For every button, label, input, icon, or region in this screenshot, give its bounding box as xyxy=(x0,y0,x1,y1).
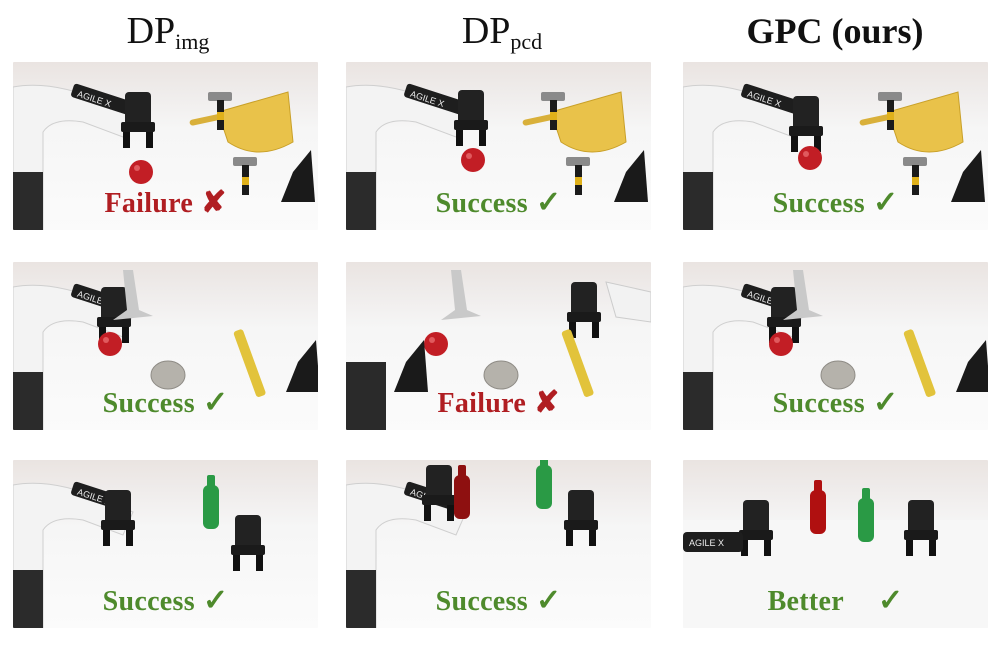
scene-image: AGILE X Success✓ xyxy=(13,262,318,430)
outcome-label: Failure✘ xyxy=(346,385,651,420)
check-icon: ✓ xyxy=(872,186,899,219)
scene-image: AGILE X Better ✓ xyxy=(683,460,988,628)
scene-illustration xyxy=(346,270,651,430)
column-header-dp-img: DPimg xyxy=(8,6,328,56)
scene-illustration: AGILE X xyxy=(683,480,988,628)
outcome-label: Failure✘ xyxy=(13,185,318,220)
scene-image: AGILE X Success✓ xyxy=(346,460,651,628)
header-main: DP xyxy=(461,10,511,52)
scene-image: AGILE X Success✓ xyxy=(683,262,988,430)
outcome-text: Success xyxy=(772,388,865,419)
outcome-label: Success✓ xyxy=(13,385,318,420)
scene-image: Failure✘ xyxy=(346,262,651,430)
scene-image: AGILE X Failure✘ xyxy=(13,62,318,230)
outcome-label: Success✓ xyxy=(346,583,651,618)
outcome-text: Success xyxy=(772,188,865,219)
check-icon: ✓ xyxy=(202,584,229,617)
outcome-label: Success✓ xyxy=(346,185,651,220)
outcome-text: Success xyxy=(102,388,195,419)
cross-icon: ✘ xyxy=(201,186,227,219)
scene-illustration: AGILE X xyxy=(346,83,648,230)
outcome-label: Success✓ xyxy=(683,385,988,420)
scene-illustration: AGILE X xyxy=(683,270,988,430)
outcome-text: Success xyxy=(435,586,528,617)
svg-text:AGILE X: AGILE X xyxy=(689,538,724,548)
scene-image: AGILE X Success✓ xyxy=(346,62,651,230)
outcome-text: Failure xyxy=(437,388,527,419)
scene-illustration: AGILE X xyxy=(346,460,598,628)
outcome-label: Success✓ xyxy=(683,185,988,220)
outcome-label: Success✓ xyxy=(13,583,318,618)
outcome-text: Failure xyxy=(104,188,194,219)
header-sub: img xyxy=(175,29,210,54)
outcome-text: Success xyxy=(435,188,528,219)
header-sub: pcd xyxy=(510,29,543,54)
column-header-gpc: GPC (ours) xyxy=(746,11,924,51)
scene-illustration: AGILE X xyxy=(683,83,985,230)
scene-illustration: AGILE X xyxy=(13,270,318,430)
outcome-text: Better xyxy=(767,586,844,617)
column-header-dp-pcd: DPpcd xyxy=(342,6,662,56)
scene-image: AGILE X Success✓ xyxy=(683,62,988,230)
check-icon: ✓ xyxy=(535,186,562,219)
scene-illustration: AGILE X xyxy=(13,475,265,628)
cross-icon: ✘ xyxy=(534,386,560,419)
check-icon: ✓ xyxy=(202,386,229,419)
scene-illustration: AGILE X xyxy=(13,83,315,230)
header-main: DP xyxy=(126,10,176,52)
scene-image: AGILE X Success✓ xyxy=(13,460,318,628)
check-icon: ✓ xyxy=(535,584,562,617)
outcome-label: Better ✓ xyxy=(683,583,988,618)
outcome-text: Success xyxy=(102,586,195,617)
check-icon: ✓ xyxy=(877,584,904,617)
check-icon: ✓ xyxy=(872,386,899,419)
